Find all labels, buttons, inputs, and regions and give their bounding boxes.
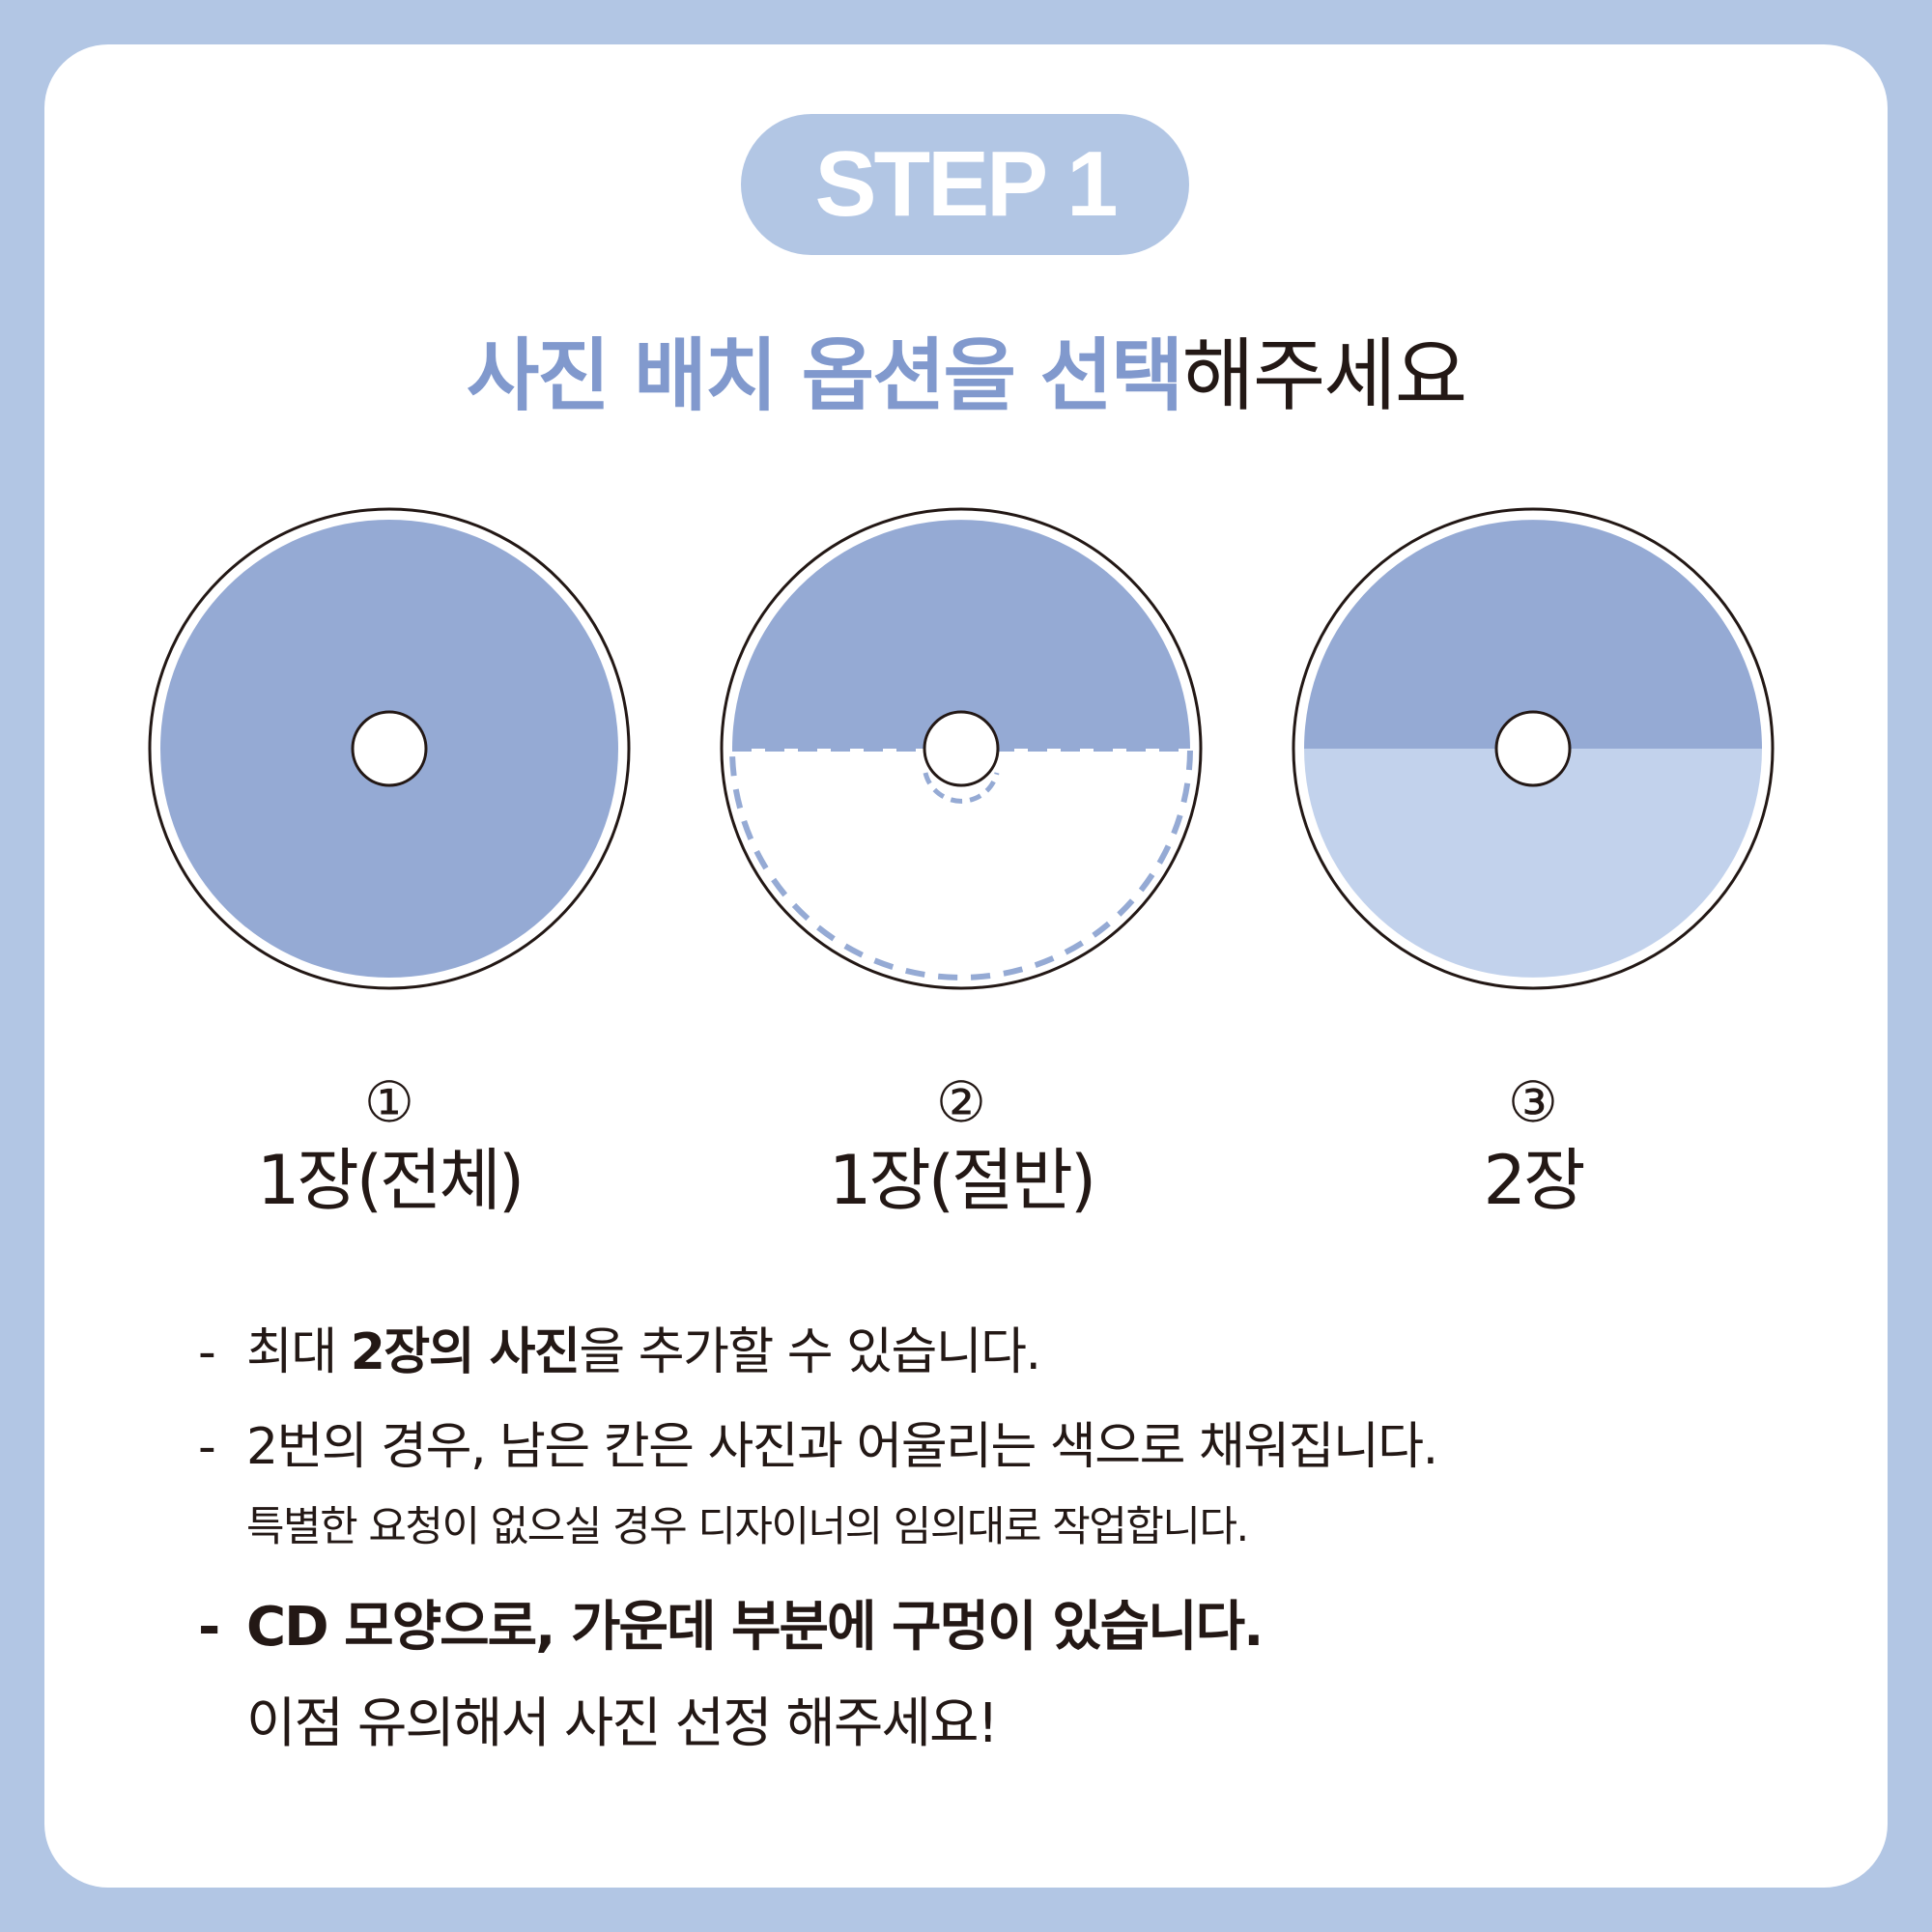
cd-option-two-diagram[interactable] — [1292, 507, 1775, 990]
option-1-label: 1장(전체) — [256, 1141, 525, 1220]
notes: - 최대 2장의 사진을 추가할 수 있습니다. - 2번의 경우, 남은 칸은… — [198, 1316, 1792, 1762]
note-text: 2번의 경우, 남은 칸은 사진과 어울리는 색으로 채워집니다. — [246, 1418, 1438, 1476]
option-2-label: 1장(절반) — [828, 1141, 1096, 1220]
note-dash: - — [198, 1418, 216, 1476]
note-text: 특별한 요청이 없으실 경우 디자이너의 임의대로 작업합니다. — [246, 1503, 1249, 1551]
step-label: STEP 1 — [814, 132, 1118, 236]
option-3-caption[interactable]: ③ 2장 — [1340, 1067, 1726, 1224]
step-badge: STEP 1 — [741, 114, 1189, 255]
option-3-label: 2장 — [1483, 1141, 1586, 1220]
note-option-2: - 2번의 경우, 남은 칸은 사진과 어울리는 색으로 채워집니다. — [198, 1410, 1792, 1484]
cd-option-full-diagram[interactable] — [148, 507, 631, 990]
note-text: 을 추가할 수 있습니다. — [579, 1323, 1041, 1381]
note-emphasis: 2장의 사진 — [350, 1323, 581, 1381]
cd-option-half-diagram[interactable] — [720, 507, 1203, 990]
note-dash: - — [198, 1323, 216, 1381]
option-1-caption[interactable]: ① 1장(전체) — [196, 1067, 582, 1224]
note-designer: 특별한 요청이 없으실 경우 디자이너의 임의대로 작업합니다. — [198, 1497, 1792, 1557]
headline: 사진 배치 옵션을 선택해주세요 — [0, 328, 1932, 425]
note-dash: - — [198, 1596, 220, 1659]
note-text: 최대 — [246, 1323, 351, 1381]
note-caution: 이점 유의해서 사진 선정 해주세요! — [198, 1687, 1792, 1762]
note-max-photos: - 최대 2장의 사진을 추가할 수 있습니다. — [198, 1316, 1792, 1389]
option-2-caption[interactable]: ② 1장(절반) — [768, 1067, 1154, 1224]
option-2-number: ② — [936, 1069, 986, 1135]
headline-highlight: 사진 배치 옵션을 선택 — [466, 330, 1184, 422]
note-text: 이점 유의해서 사진 선정 해주세요! — [246, 1692, 999, 1755]
note-text: CD 모양으로, 가운데 부분에 구멍이 있습니다. — [246, 1596, 1264, 1659]
headline-rest: 해주세요 — [1181, 330, 1467, 422]
option-1-number: ① — [364, 1069, 414, 1135]
note-cd-hole: - CD 모양으로, 가운데 부분에 구멍이 있습니다. — [198, 1590, 1792, 1665]
option-3-number: ③ — [1508, 1069, 1558, 1135]
